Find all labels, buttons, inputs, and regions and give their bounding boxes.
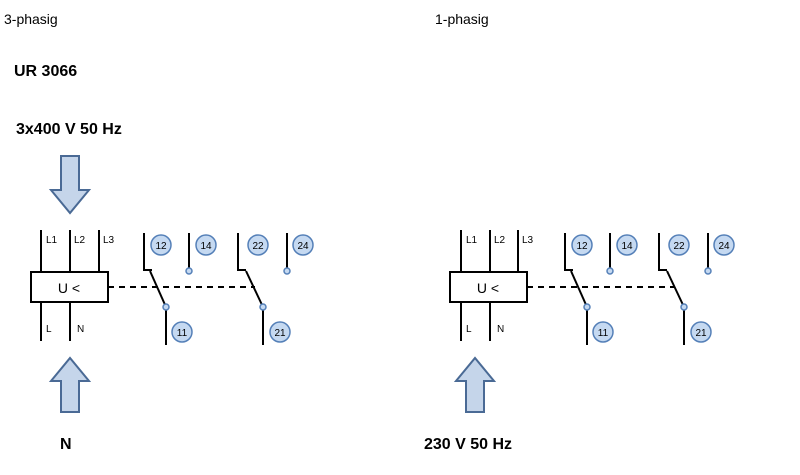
relay-box-label: U < xyxy=(58,280,80,296)
terminal-21-label: 21 xyxy=(274,328,286,339)
terminal-21 xyxy=(690,321,712,343)
terminal-label-L3: L3 xyxy=(522,235,534,246)
terminal-label-L: L xyxy=(46,324,52,335)
diagram-single-phase: L1 L2 L3 U < L N 12 14 11 22 24 xyxy=(449,230,735,345)
device-model: UR 3066 xyxy=(14,63,78,80)
terminal-11-label: 11 xyxy=(177,328,188,339)
supply-label-three-phase: 3x400 V 50 Hz xyxy=(16,121,122,138)
terminal-14-label: 14 xyxy=(621,241,633,252)
terminal-11 xyxy=(592,321,614,343)
terminal-14-label: 14 xyxy=(200,241,212,252)
terminal-24 xyxy=(713,234,735,256)
supply-arrow-up-icon-left xyxy=(48,356,92,413)
terminal-label-L1: L1 xyxy=(46,235,58,246)
supply-arrow-down-icon xyxy=(48,155,92,215)
supply-arrow-up-icon-right xyxy=(453,356,497,413)
header-single-phase: 1-phasig xyxy=(435,11,489,27)
terminal-11 xyxy=(171,321,193,343)
terminal-21-label: 21 xyxy=(695,328,707,339)
supply-label-single-phase: 230 V 50 Hz xyxy=(424,436,513,453)
terminal-label-L2: L2 xyxy=(494,235,506,246)
terminal-12 xyxy=(150,234,172,256)
terminal-14 xyxy=(616,234,638,256)
terminal-label-L: L xyxy=(466,324,472,335)
terminal-24-label: 24 xyxy=(718,241,730,252)
terminal-12-label: 12 xyxy=(576,241,588,252)
terminal-label-L1: L1 xyxy=(466,235,478,246)
terminal-22 xyxy=(668,234,690,256)
terminal-24 xyxy=(292,234,314,256)
relay-box-label: U < xyxy=(477,280,499,296)
terminal-22-label: 22 xyxy=(673,241,685,252)
terminal-12 xyxy=(571,234,593,256)
diagram-three-phase: L1 L2 L3 U < L N 12 14 11 22 24 xyxy=(30,230,314,345)
terminal-22 xyxy=(247,234,269,256)
terminal-11-label: 11 xyxy=(598,328,609,339)
header-three-phase: 3-phasig xyxy=(4,11,58,27)
terminal-label-L3: L3 xyxy=(103,235,115,246)
terminal-22-label: 22 xyxy=(252,241,264,252)
terminal-12-label: 12 xyxy=(155,241,167,252)
terminal-21 xyxy=(269,321,291,343)
supply-label-neutral: N xyxy=(60,436,72,453)
terminal-label-N: N xyxy=(497,324,504,335)
terminal-label-L2: L2 xyxy=(74,235,86,246)
terminal-14 xyxy=(195,234,217,256)
terminal-24-label: 24 xyxy=(297,241,309,252)
undervoltage-relay-box xyxy=(30,271,109,303)
terminal-label-N: N xyxy=(77,324,84,335)
